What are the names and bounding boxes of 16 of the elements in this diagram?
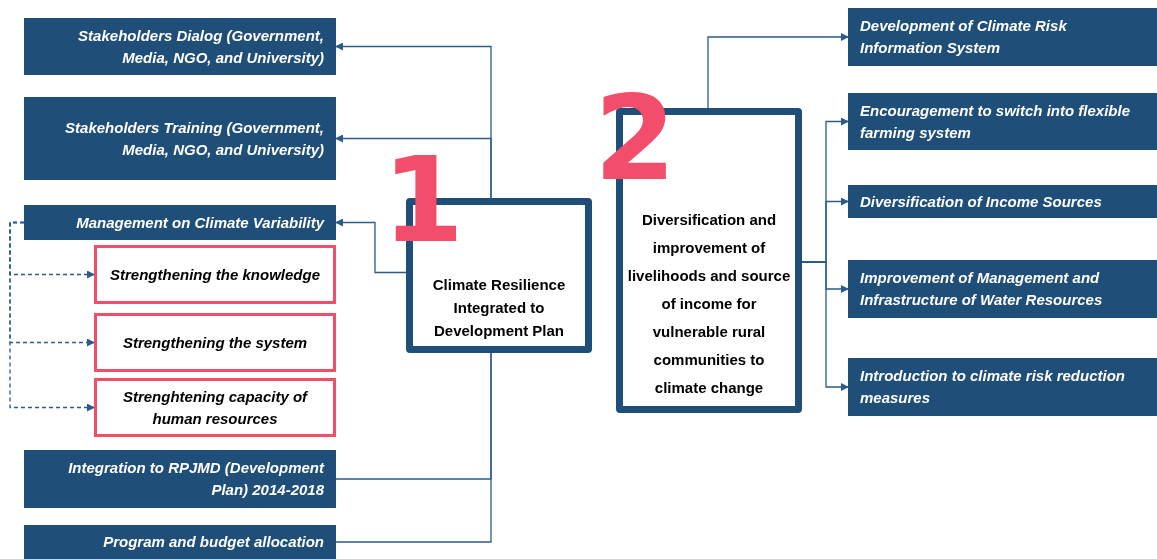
action-box: Management on Climate Variability [24,205,336,240]
action-box: Improvement of Management and Infrastructure of Water Resources [848,260,1157,318]
action-box: Development of Climate Risk Information System [848,8,1157,66]
action-box: Program and budget allocation [24,525,336,559]
action-box: Encouragement to switch into flexible farming system [848,93,1157,150]
action-box: Stakeholders Dialog (Government, Media, NGO, and University) [24,18,336,75]
sub-action-box: Strengthening the system [94,313,336,372]
arrow [801,261,849,391]
action-box: Stakeholders Training (Government, Media, NGO, and University) [24,97,336,180]
arrow [707,33,849,109]
action-box: Integration to RPJMD (Development Plan) 2014-2018 [24,450,336,508]
dashed-arrow [9,221,95,412]
sub-action-box: Strengthening the knowledge [94,245,336,304]
sub-action-box: Strenghtening capacity of human resources [94,378,336,437]
action-box: Introduction to climate risk reduction measures [848,358,1157,416]
action-box: Diversification of Income Sources [848,185,1157,218]
